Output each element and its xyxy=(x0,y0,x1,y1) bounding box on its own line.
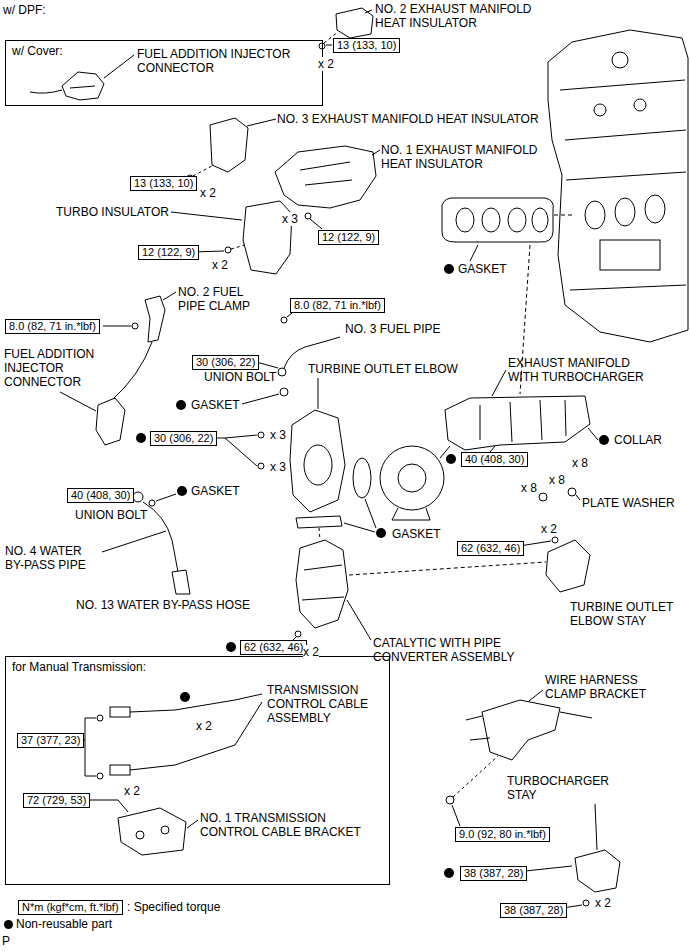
part-label: TURBO INSULATOR xyxy=(56,205,169,219)
torque-box: 12 (122, 9) xyxy=(138,245,199,260)
part-label: GASKET xyxy=(191,484,240,498)
torque-box: 8.0 (82, 71 in.*lbf) xyxy=(290,298,385,313)
part-label: NO. 3 FUEL PIPE xyxy=(345,322,441,336)
torque-value: 40 (408, 30) xyxy=(71,489,130,502)
part-label: FUEL ADDITION INJECTOR CONNECTOR xyxy=(4,347,104,389)
part-label: UNION BOLT xyxy=(75,508,147,522)
part-label: P xyxy=(2,934,10,948)
part-label: NO. 2 EXHAUST MANIFOLD HEAT INSULATOR xyxy=(375,2,545,30)
torque-value: 30 (306, 22) xyxy=(154,432,213,445)
part-label: x 3 xyxy=(282,212,298,226)
torque-value: 13 (133, 10) xyxy=(337,39,396,52)
torque-value: 13 (133, 10) xyxy=(134,177,193,190)
torque-box: 8.0 (82, 71 in.*lbf) xyxy=(5,319,100,334)
part-label: x 8 xyxy=(549,473,565,487)
torque-value: N*m (kgf*cm, ft.*lbf) xyxy=(22,901,119,914)
part-label: TRANSMISSION CONTROL CABLE ASSEMBLY xyxy=(267,683,377,725)
legend-swatch xyxy=(4,920,13,929)
part-label: GASKET xyxy=(392,527,441,541)
part-label: TURBOCHARGER STAY xyxy=(507,774,617,802)
part-label: CATALYTIC WITH PIPE CONVERTER ASSEMBLY xyxy=(373,636,523,664)
torque-box: N*m (kgf*cm, ft.*lbf) xyxy=(18,900,123,915)
torque-box: 9.0 (92, 80 in.*lbf) xyxy=(455,827,550,842)
part-label: x 8 xyxy=(521,481,537,495)
part-label: x 3 xyxy=(270,460,286,474)
torque-value: 9.0 (92, 80 in.*lbf) xyxy=(459,828,546,841)
torque-box: 30 (306, 22) xyxy=(192,355,259,370)
torque-box: 37 (377, 23) xyxy=(17,733,84,748)
part-label: x 8 xyxy=(572,456,588,470)
part-label: TURBINE OUTLET ELBOW xyxy=(308,362,458,376)
part-label: NO. 3 EXHAUST MANIFOLD HEAT INSULATOR xyxy=(277,112,539,126)
torque-value: 40 (408, 30) xyxy=(465,453,524,466)
part-label: TURBINE OUTLET ELBOW STAY xyxy=(570,600,685,628)
torque-value: 62 (632, 46) xyxy=(461,542,520,555)
torque-value: 8.0 (82, 71 in.*lbf) xyxy=(9,320,96,333)
part-label: x 2 xyxy=(200,186,216,200)
part-label: x 2 xyxy=(303,645,319,659)
torque-box: 62 (632, 46) xyxy=(457,541,524,556)
torque-value: 38 (387, 28) xyxy=(464,867,523,880)
torque-value: 37 (377, 23) xyxy=(21,734,80,747)
torque-value: 8.0 (82, 71 in.*lbf) xyxy=(294,299,381,312)
part-label: EXHAUST MANIFOLD WITH TURBOCHARGER xyxy=(508,356,653,384)
part-label: GASKET xyxy=(458,262,507,276)
part-label: x 2 xyxy=(212,258,228,272)
group-heading: w/ Cover: xyxy=(6,41,69,58)
torque-value: 30 (306, 22) xyxy=(196,356,255,369)
torque-value: 38 (387, 28) xyxy=(504,904,563,917)
part-label: UNION BOLT xyxy=(204,370,276,384)
group-heading: for Manual Transmission: xyxy=(6,657,152,674)
torque-box: 38 (387, 28) xyxy=(460,866,527,881)
torque-value: 12 (122, 9) xyxy=(142,246,195,259)
torque-box: 12 (122, 9) xyxy=(318,230,379,245)
part-label: GASKET xyxy=(191,398,240,412)
torque-box: 72 (729, 53) xyxy=(23,793,90,808)
part-label: NO. 1 EXHAUST MANIFOLD HEAT INSULATOR xyxy=(381,143,551,171)
part-label: x 2 xyxy=(318,57,334,71)
legend-text: Non-reusable part xyxy=(16,917,112,931)
part-label: NO. 4 WATER BY-PASS PIPE xyxy=(5,544,100,572)
legend-text: : Specified torque xyxy=(127,900,220,914)
torque-box: 13 (133, 10) xyxy=(130,176,197,191)
torque-value: 12 (122, 9) xyxy=(322,231,375,244)
part-label: x 2 xyxy=(124,784,140,798)
diagram-title: w/ DPF: xyxy=(3,3,46,17)
part-label: x 3 xyxy=(270,428,286,442)
torque-box: 62 (632, 46) xyxy=(240,640,307,655)
part-label: x 2 xyxy=(541,522,557,536)
torque-box: 40 (408, 30) xyxy=(67,488,134,503)
torque-value: 62 (632, 46) xyxy=(244,641,303,654)
part-label: WIRE HARNESS CLAMP BRACKET xyxy=(545,673,660,701)
part-label: NO. 2 FUEL PIPE CLAMP xyxy=(178,285,258,313)
torque-value: 72 (729, 53) xyxy=(27,794,86,807)
part-label: COLLAR xyxy=(614,433,662,447)
torque-box: 13 (133, 10) xyxy=(333,38,400,53)
part-label: FUEL ADDITION INJECTOR CONNECTOR xyxy=(137,47,307,75)
torque-box: 38 (387, 28) xyxy=(500,903,567,918)
torque-box: 30 (306, 22) xyxy=(150,431,217,446)
part-label: NO. 13 WATER BY-PASS HOSE xyxy=(76,598,250,612)
part-label: x 2 xyxy=(595,896,611,910)
part-label: NO. 1 TRANSMISSION CONTROL CABLE BRACKET xyxy=(200,811,370,839)
part-label: PLATE WASHER xyxy=(582,496,675,510)
torque-box: 40 (408, 30) xyxy=(461,452,528,467)
part-label: x 2 xyxy=(196,719,212,733)
